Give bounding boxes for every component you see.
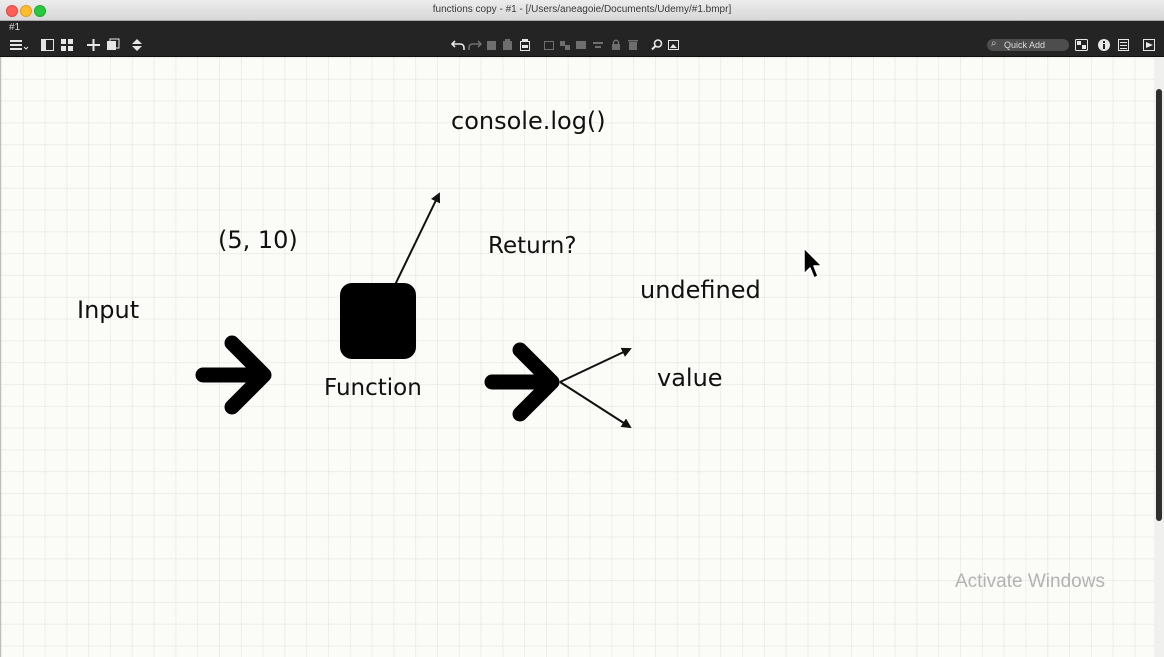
present-icon[interactable] (1142, 38, 1156, 52)
undo-icon[interactable] (451, 38, 465, 52)
function-label[interactable]: Function (324, 375, 422, 401)
mockup-canvas[interactable] (0, 57, 1155, 657)
quick-add-search-icon: ⌕ (991, 38, 997, 49)
reorder-icon[interactable] (130, 38, 144, 52)
image-icon[interactable] (667, 38, 680, 52)
window-title: functions copy - #1 - [/Users/aneagoie/D… (432, 4, 732, 15)
menu-icon[interactable] (9, 38, 29, 52)
undefined-label[interactable]: undefined (640, 276, 761, 304)
search-icon[interactable] (651, 38, 663, 52)
tab-mockup-1[interactable]: #1 (9, 22, 21, 33)
component-library-icon[interactable] (1074, 38, 1089, 52)
lock-icon[interactable] (610, 38, 622, 52)
vertical-scrollbar[interactable] (1154, 57, 1164, 657)
return-label[interactable]: Return? (488, 233, 577, 259)
quick-add-input[interactable]: ⌕ Quick Add (987, 38, 1069, 51)
copy-icon[interactable] (486, 38, 498, 52)
arguments-label[interactable]: (5, 10) (218, 226, 298, 254)
notes-icon[interactable] (1117, 38, 1130, 52)
console-log-label[interactable]: console.log() (451, 107, 606, 135)
info-icon[interactable] (1097, 38, 1111, 52)
maximize-window-button[interactable] (34, 5, 46, 17)
group-icon[interactable] (543, 38, 555, 52)
minimize-window-button[interactable] (20, 5, 32, 17)
bring-front-icon[interactable] (575, 38, 587, 52)
quick-add-placeholder: Quick Add (1004, 40, 1046, 50)
value-connector-arrow[interactable] (559, 381, 632, 429)
input-label[interactable]: Input (77, 296, 140, 324)
ungroup-icon[interactable] (559, 38, 571, 52)
duplicate-icon[interactable] (106, 38, 124, 52)
return-arrow[interactable] (484, 342, 560, 422)
add-icon[interactable] (86, 38, 101, 52)
function-box[interactable] (340, 283, 416, 359)
toolbar: ⌕ Quick Add (0, 35, 1164, 57)
align-icon[interactable] (592, 38, 604, 52)
input-arrow[interactable] (195, 335, 272, 415)
paste-icon[interactable] (502, 38, 514, 52)
value-label[interactable]: value (657, 364, 723, 392)
scrollbar-thumb[interactable] (1156, 89, 1162, 521)
title-bar: functions copy - #1 - [/Users/aneagoie/D… (0, 0, 1164, 21)
mouse-pointer-icon (803, 247, 823, 279)
activate-windows-watermark: Activate Windows (955, 571, 1105, 592)
close-window-button[interactable] (6, 5, 18, 17)
undefined-connector-arrow[interactable] (559, 347, 632, 383)
clipboard-icon[interactable] (519, 38, 531, 52)
delete-icon[interactable] (627, 38, 639, 52)
redo-icon[interactable] (468, 38, 482, 52)
panel-layout-icon[interactable] (40, 38, 55, 52)
grid-view-icon[interactable] (60, 38, 75, 52)
tab-strip: #1 (0, 21, 1164, 35)
